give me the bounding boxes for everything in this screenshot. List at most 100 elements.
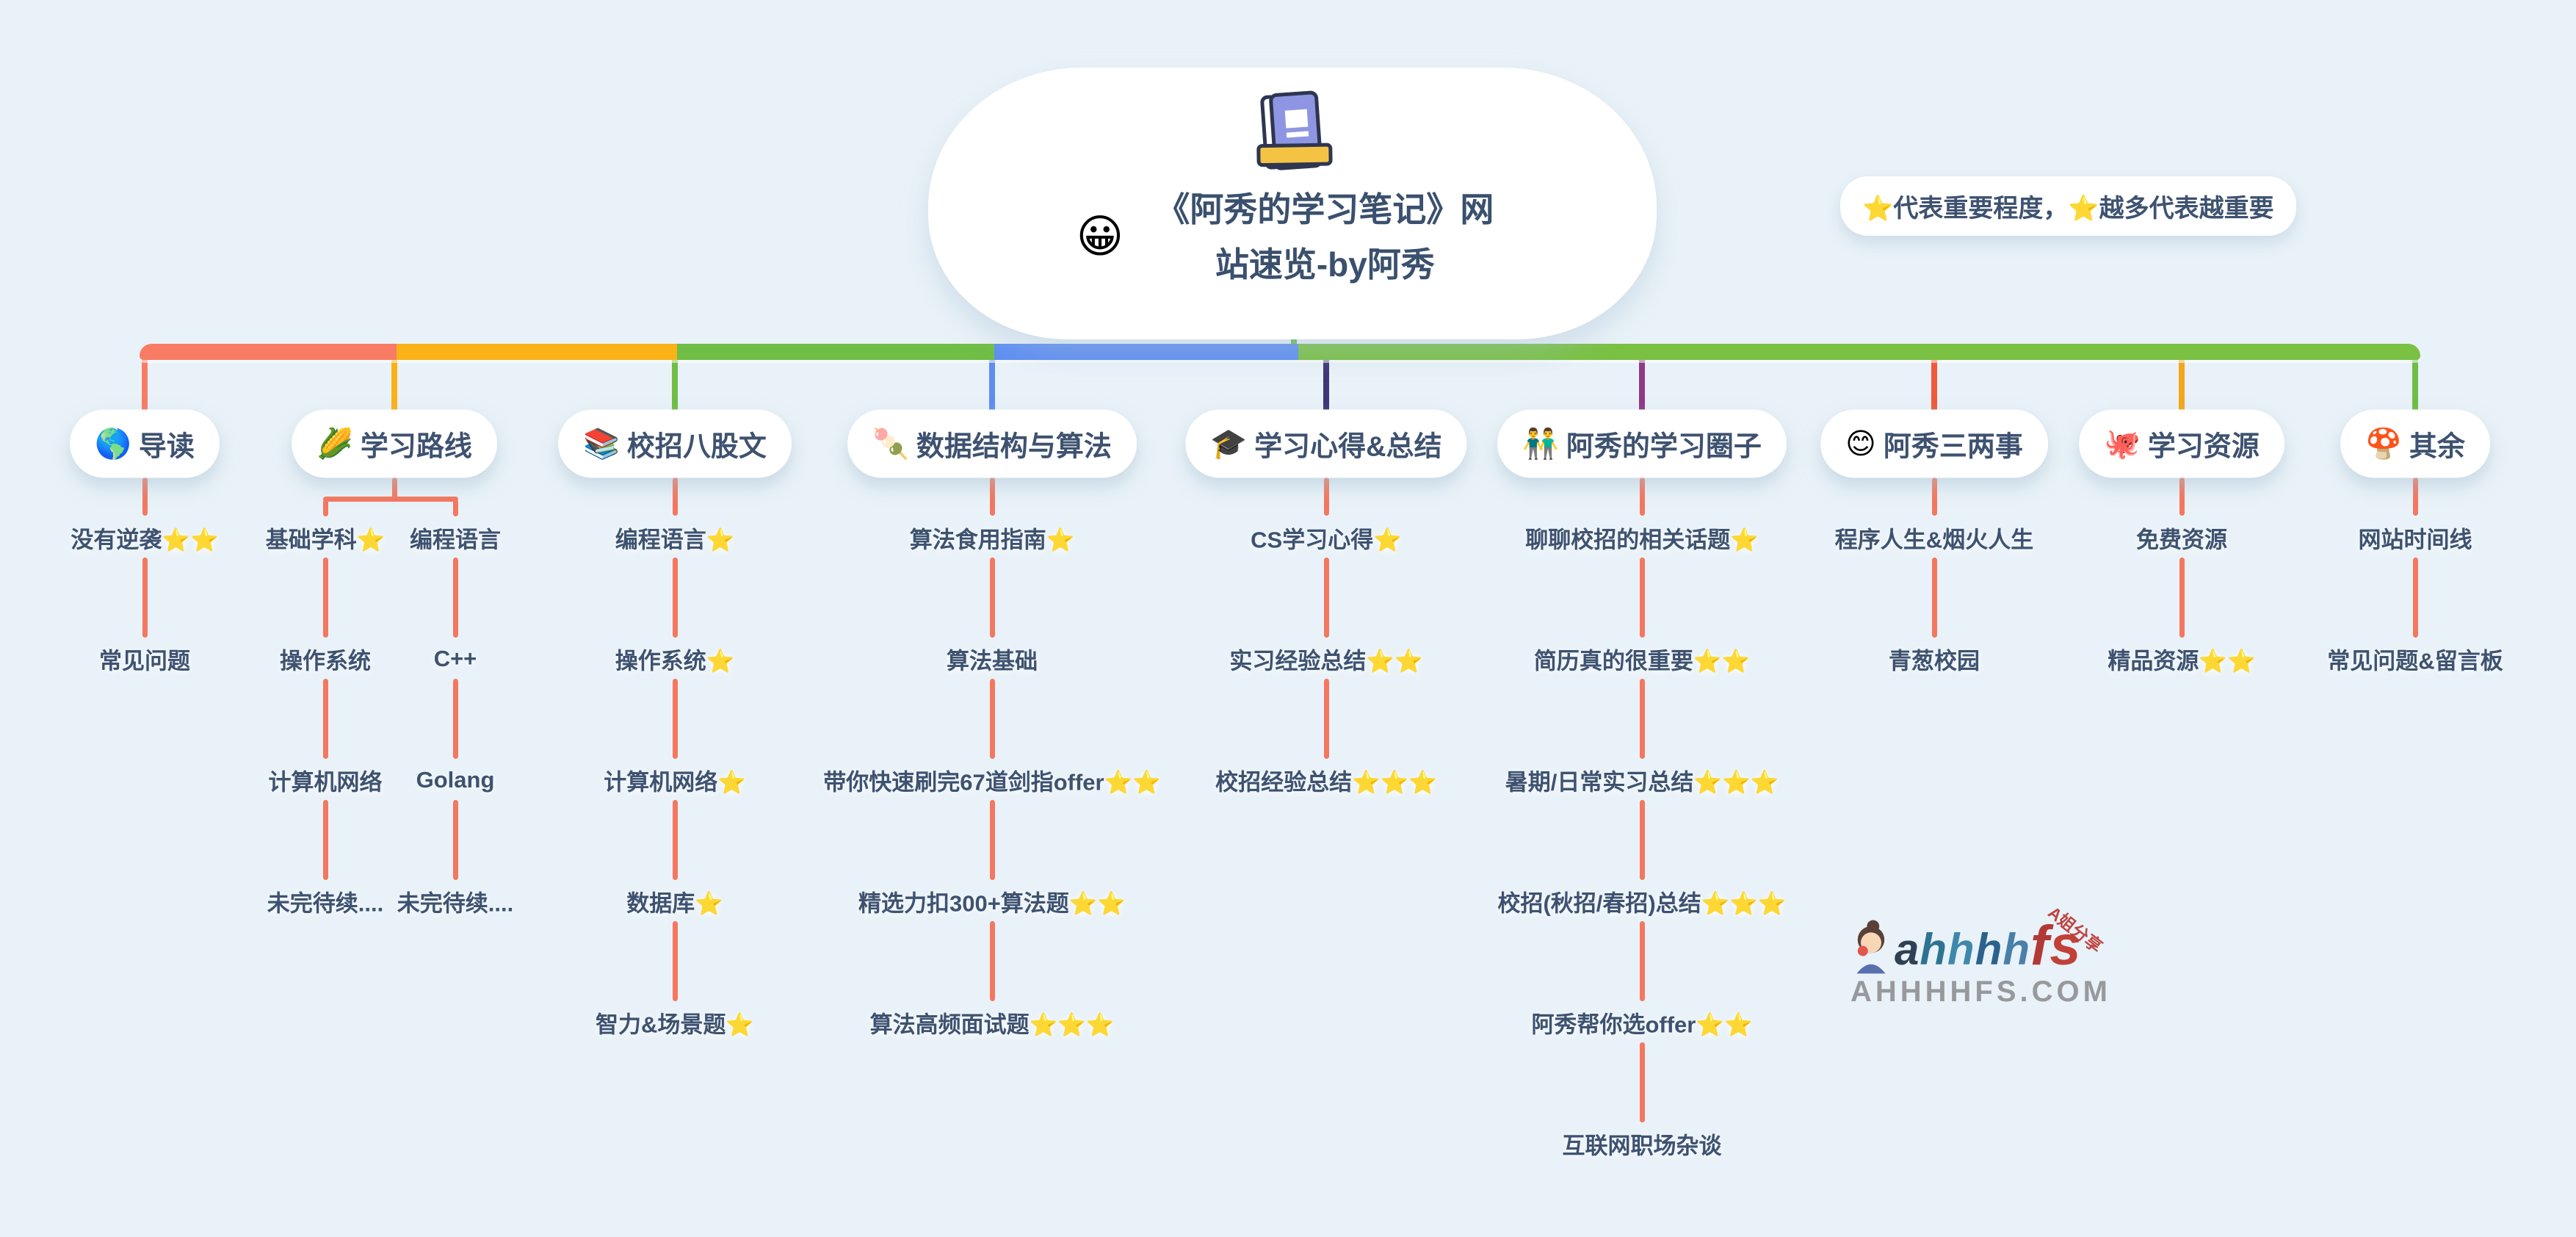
- branch-bubble-4: 🎓学习心得&总结: [1185, 409, 1467, 478]
- node-label: 校招(秋招/春招)总结⭐⭐⭐: [1497, 890, 1787, 917]
- connector: [2179, 558, 2185, 638]
- smiling-face-icon: 😊: [1845, 428, 1876, 460]
- branch-drop-connector: [1323, 354, 1329, 416]
- node-label: 校招经验总结⭐⭐⭐: [1215, 769, 1437, 796]
- connector: [322, 558, 328, 638]
- node-label: 计算机网络⭐: [604, 769, 746, 796]
- branch-bubble-6: 😊阿秀三两事: [1820, 409, 2048, 478]
- connector: [672, 558, 678, 638]
- connector: [452, 800, 458, 880]
- connector: [672, 921, 678, 1001]
- connector: [1323, 679, 1329, 759]
- branch-bubble-2: 📚校招八股文: [558, 409, 792, 478]
- connector: [1931, 558, 1937, 638]
- branch-bubble-0: 🌎导读: [70, 409, 220, 478]
- bus-segment: [677, 344, 994, 360]
- logo-letter: s: [2049, 915, 2082, 977]
- branch-drop-connector: [2179, 354, 2185, 416]
- node-label: 计算机网络: [268, 769, 383, 796]
- two-people-icon: 👬: [1522, 428, 1559, 460]
- corn-icon: 🌽: [316, 428, 353, 460]
- node-label: 互联网职场杂谈: [1562, 1133, 1722, 1159]
- node-label: 操作系统: [280, 648, 371, 674]
- bus-segment: [397, 344, 677, 360]
- node-label: 没有逆袭⭐⭐: [70, 527, 219, 553]
- connector: [322, 500, 328, 516]
- connector: [1639, 679, 1645, 759]
- branch-label: 数据结构与算法: [916, 431, 1112, 463]
- connector: [142, 558, 148, 638]
- books-icon: 📚: [583, 428, 620, 460]
- connector: [2412, 477, 2418, 516]
- node-label: 编程语言: [410, 527, 501, 553]
- connector: [322, 497, 458, 502]
- branch-drop-connector: [391, 354, 397, 416]
- logo-domain: AHHHHFS.COM: [1850, 975, 2111, 1008]
- branch-bubble-8: 🍄其余: [2340, 409, 2490, 478]
- connector: [1323, 477, 1329, 516]
- connector: [1931, 477, 1937, 516]
- branch-drop-connector: [142, 354, 148, 416]
- connector: [1323, 558, 1329, 638]
- branch-label: 阿秀三两事: [1883, 431, 2023, 463]
- node-label: 常见问题: [99, 648, 190, 674]
- connector: [452, 679, 458, 759]
- branch-label: 阿秀的学习圈子: [1566, 431, 1762, 463]
- girl-avatar-icon: [1856, 920, 1886, 974]
- branch-bubble-1: 🌽学习路线: [292, 409, 497, 478]
- node-label: Golang: [416, 767, 495, 793]
- branch-label: 学习心得&总结: [1254, 431, 1442, 463]
- branch-label: 校招八股文: [626, 431, 767, 463]
- branch-drop-connector: [672, 354, 678, 416]
- branch-drop-connector: [989, 354, 995, 416]
- graduation-cap-icon: 🎓: [1210, 428, 1248, 460]
- branch-label: 学习资源: [2147, 431, 2260, 463]
- node-label: 未完待续....: [397, 890, 514, 917]
- connector: [1639, 921, 1645, 1001]
- connector: [1639, 1042, 1645, 1122]
- node-label: 基础学科⭐: [265, 527, 386, 553]
- logo-ahhhhfs: ahhhhfs: [1895, 918, 2082, 974]
- grinning-face-icon: 😀: [1076, 211, 1124, 262]
- logo-letter: h: [1947, 925, 1975, 974]
- node-label: 未完待续....: [267, 890, 384, 917]
- mushroom-icon: 🍄: [2365, 428, 2402, 460]
- branch-drop-connector: [1931, 354, 1937, 416]
- node-label: 算法基础: [947, 648, 1038, 674]
- branch-bubble-5: 👬阿秀的学习圈子: [1497, 409, 1787, 478]
- node-label: 常见问题&留言板: [2327, 648, 2503, 674]
- node-label: 阿秀帮你选offer⭐⭐: [1531, 1011, 1753, 1038]
- connector: [1639, 800, 1645, 880]
- connector: [989, 921, 995, 1001]
- connector: [989, 558, 995, 638]
- connector: [672, 679, 678, 759]
- connector: [2179, 477, 2185, 516]
- connector: [989, 477, 995, 516]
- node-label: 算法高频面试题⭐⭐⭐: [869, 1011, 1115, 1038]
- connector: [452, 558, 458, 638]
- central-title: 《阿秀的学习笔记》网站速览-by阿秀: [1156, 190, 1494, 284]
- node-label: 暑期/日常实习总结⭐⭐⭐: [1505, 769, 1779, 796]
- connector: [989, 679, 995, 759]
- legend-note: ⭐代表重要程度，⭐越多代表越重要: [1840, 176, 2296, 236]
- node-label: 聊聊校招的相关话题⭐: [1525, 527, 1759, 553]
- connector: [989, 800, 995, 880]
- connector: [1639, 477, 1645, 516]
- bus-segment: [994, 344, 1298, 360]
- node-label: 精选力扣300+算法题⭐⭐: [858, 890, 1126, 917]
- node-label: 程序人生&烟火人生: [1834, 527, 2034, 553]
- branch-bubble-3: 🍡数据结构与算法: [847, 409, 1137, 478]
- watermark: ahhhhfs A姐分享 AHHHHFS.COM: [1850, 903, 2188, 1009]
- branch-drop-connector: [1639, 354, 1645, 416]
- branch-label: 学习路线: [360, 431, 472, 463]
- notebook-book-icon: [1256, 90, 1333, 170]
- dango-icon: 🍡: [872, 428, 909, 460]
- globe-americas-icon: 🌎: [95, 428, 131, 460]
- node-label: 智力&场景题⭐: [596, 1011, 754, 1038]
- connector: [142, 477, 148, 516]
- node-label: 免费资源: [2136, 527, 2227, 553]
- node-label: 青葱校园: [1889, 648, 1980, 674]
- branch-drop-connector: [2412, 354, 2418, 416]
- node-label: 简历真的很重要⭐⭐: [1533, 648, 1751, 674]
